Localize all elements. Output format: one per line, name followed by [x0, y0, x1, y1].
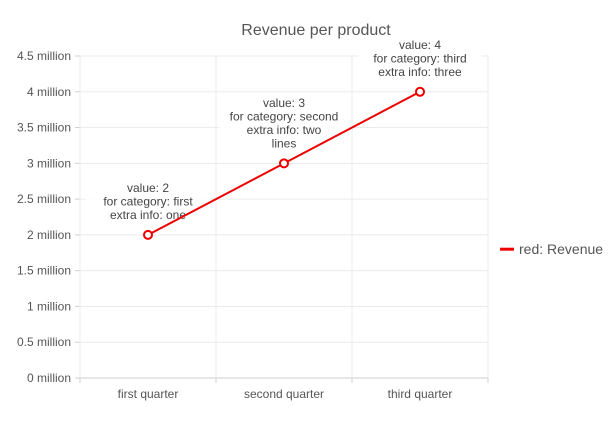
data-label-background — [358, 37, 482, 80]
y-axis-ticks: 0 million 0.5 million 1 million 1.5 million… — [17, 49, 71, 385]
y-tick-label: 2 million — [27, 228, 71, 242]
x-tick-label: third quarter — [388, 387, 453, 401]
x-tick-label: second quarter — [244, 387, 324, 401]
data-label-background — [219, 95, 349, 152]
y-tick-label: 1.5 million — [17, 264, 71, 278]
data-label: extra info: three — [378, 65, 462, 79]
y-tick-label: 4.5 million — [17, 49, 71, 63]
data-label: value: 4 — [399, 38, 441, 52]
x-axis-ticks: first quarter second quarter third quarter — [118, 387, 453, 401]
axes — [75, 55, 489, 383]
data-label: for category: second — [230, 109, 339, 123]
data-label: value: 3 — [263, 96, 305, 110]
y-tick-label: 0.5 million — [17, 335, 71, 349]
data-label-background — [86, 180, 210, 223]
series — [143, 86, 425, 240]
data-point — [279, 158, 289, 169]
data-label: for category: third — [373, 51, 466, 65]
data-label: value: 2 — [127, 181, 169, 195]
chart-title: Revenue per product — [241, 22, 391, 39]
y-tick-label: 1 million — [27, 299, 71, 313]
data-label: extra info: two — [247, 123, 322, 137]
y-tick-label: 2.5 million — [17, 192, 71, 206]
y-tick-label: 3 million — [27, 156, 71, 170]
data-point — [415, 86, 425, 97]
legend[interactable]: red: Revenue — [500, 241, 603, 257]
y-tick-label: 4 million — [27, 85, 71, 99]
data-label: for category: first — [103, 194, 193, 208]
legend-label: red: Revenue — [519, 241, 603, 257]
y-tick-label: 3.5 million — [17, 121, 71, 135]
data-point — [143, 229, 153, 240]
data-label: lines — [272, 136, 297, 150]
x-tick-label: first quarter — [118, 387, 179, 401]
data-label: extra info: one — [110, 208, 186, 222]
y-tick-label: 0 million — [27, 371, 71, 385]
